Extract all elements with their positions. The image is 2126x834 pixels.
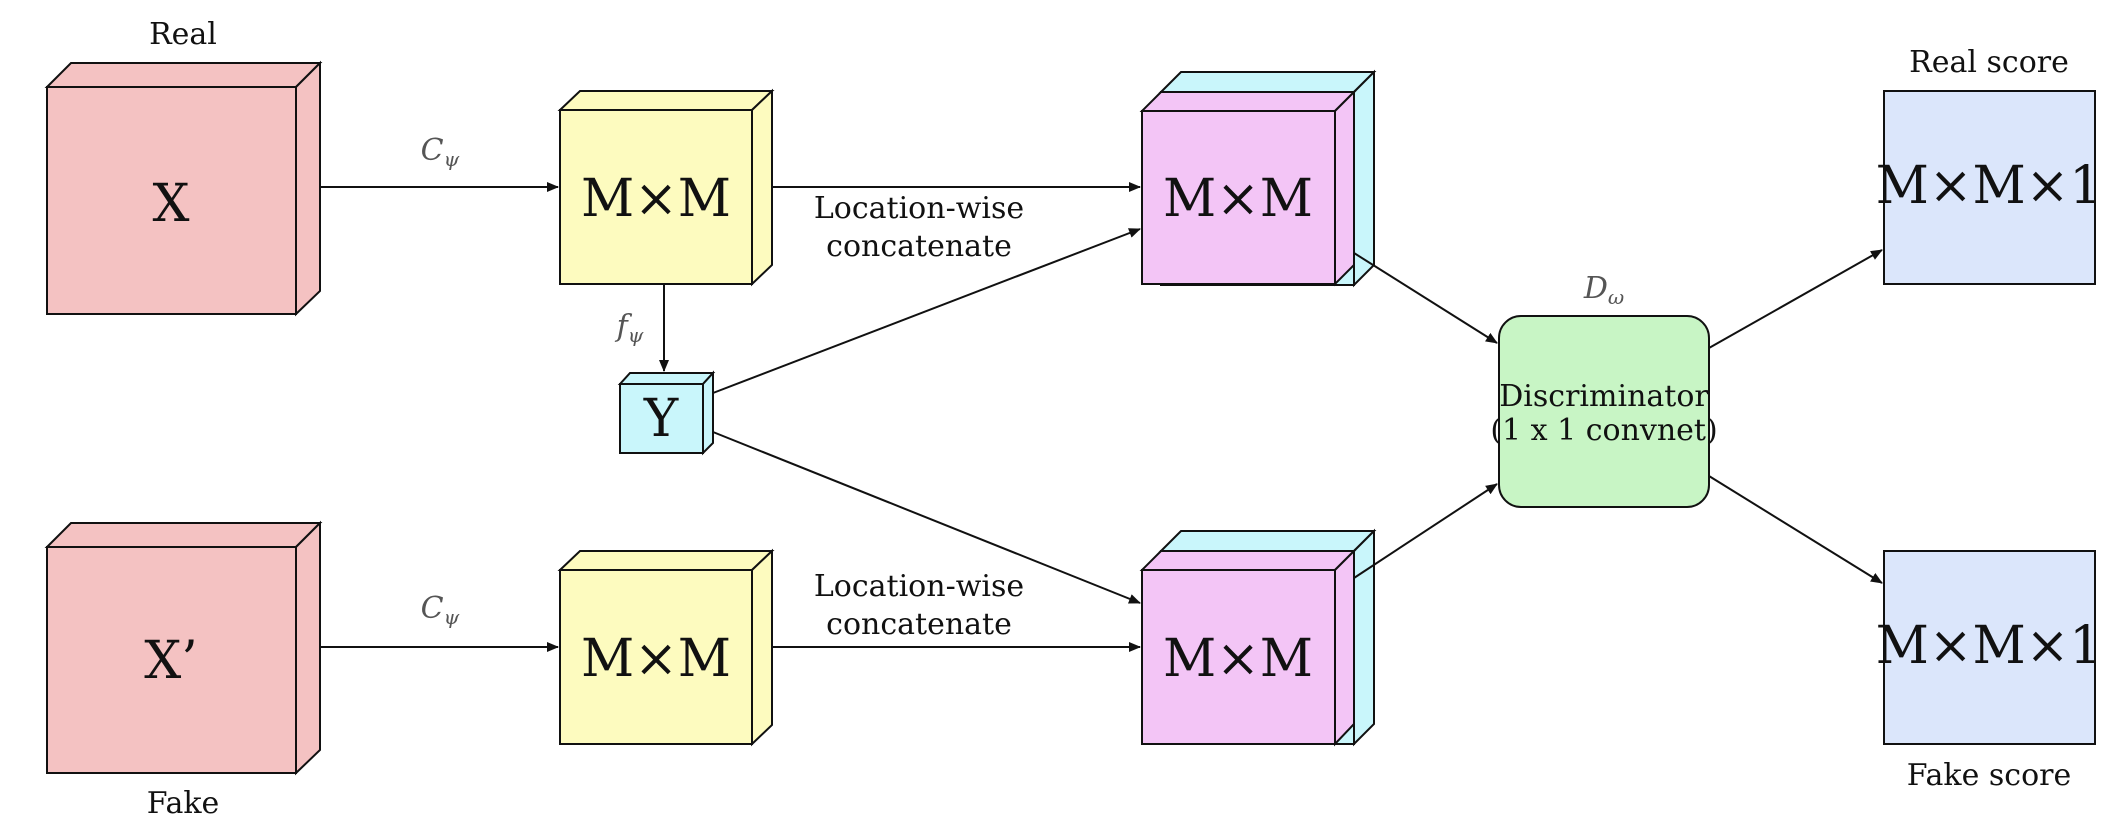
fake-score-label: Fake score xyxy=(1907,758,2072,793)
discriminator-box: Discriminator (1 x 1 convnet) xyxy=(1490,315,1718,508)
fake-input-cube: X’ xyxy=(44,520,323,776)
concat-text-bottom-1: Location-wise xyxy=(814,569,1024,604)
real-concat-label: M×M xyxy=(1163,169,1313,229)
arrow-concat-top-to-disc xyxy=(1353,252,1498,344)
discriminator-label-2: (1 x 1 convnet) xyxy=(1490,413,1717,448)
real-feature-label: M×M xyxy=(581,169,731,229)
discriminator-label-1: Discriminator xyxy=(1499,379,1709,414)
real-score-box: M×M×1 xyxy=(1876,90,2103,285)
fake-concat-label: M×M xyxy=(1163,629,1313,689)
arrow-y-to-concat-top xyxy=(712,228,1141,394)
fake-feature-label: M×M xyxy=(581,629,731,689)
fake-feature-cube: M×M xyxy=(557,548,775,747)
concat-text-bottom-2: concatenate xyxy=(826,607,1012,642)
arrow-y-to-concat-bottom xyxy=(712,431,1141,604)
c-psi-label-bottom: Cψ xyxy=(421,591,460,629)
arrow-disc-to-real-score xyxy=(1708,249,1883,349)
c-psi-label-top: Cψ xyxy=(421,133,460,171)
arrow-concat-bottom-to-disc xyxy=(1353,483,1498,579)
real-concat-cube: M×M xyxy=(1139,69,1377,288)
real-label: Real xyxy=(149,17,217,52)
real-feature-cube: M×M xyxy=(557,88,775,287)
real-score-box-label: M×M×1 xyxy=(1876,156,2103,216)
fake-concat-cube: M×M xyxy=(1139,528,1377,747)
concat-text-top-2: concatenate xyxy=(826,229,1012,264)
fake-label: Fake xyxy=(147,786,220,821)
fake-score-box-label: M×M×1 xyxy=(1876,616,2103,676)
concat-text-top-1: Location-wise xyxy=(814,191,1024,226)
fake-score-box: M×M×1 xyxy=(1876,550,2103,745)
label-cube-label: Y xyxy=(643,389,679,449)
fake-input-label: X’ xyxy=(144,631,198,691)
real-input-cube: X xyxy=(44,60,323,317)
real-input-label: X xyxy=(152,174,189,234)
d-omega-label: Dω xyxy=(1583,271,1624,309)
label-cube-y: Y xyxy=(617,370,716,456)
real-score-label: Real score xyxy=(1909,45,2069,80)
arrow-disc-to-fake-score xyxy=(1708,475,1883,584)
f-psi-label: fψ xyxy=(615,309,644,347)
